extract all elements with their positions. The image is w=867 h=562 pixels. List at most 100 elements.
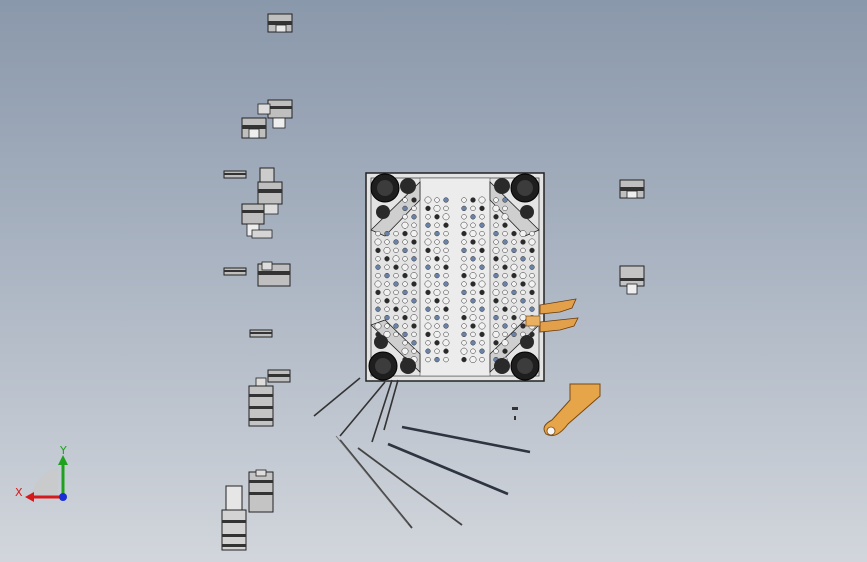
plate-hole: [411, 222, 417, 228]
component-block[interactable]: [619, 179, 645, 199]
plate-hole: [501, 213, 509, 221]
plate-hole: [470, 264, 476, 270]
component-block[interactable]: [241, 117, 267, 139]
component-block[interactable]: [257, 261, 291, 287]
corner-cylinder-top-right: [494, 173, 540, 219]
plate-hole: [502, 331, 508, 338]
plate-hole: [424, 238, 432, 246]
plate-hole: [411, 306, 417, 312]
plate-hole: [502, 289, 508, 296]
plate-hole: [402, 256, 408, 262]
small-parts-left[interactable]: [221, 13, 293, 551]
z-axis-dot: [59, 493, 67, 501]
plate-hole: [434, 314, 440, 321]
plate-hole: [375, 314, 381, 321]
plate-hole: [461, 323, 467, 329]
plate-hole: [479, 222, 485, 228]
plate-hole: [425, 331, 431, 338]
plate-hole: [529, 230, 535, 237]
plate-hole: [424, 196, 432, 204]
plate-hole: [470, 222, 476, 228]
plate-hole: [434, 323, 440, 329]
component-block[interactable]: [223, 170, 247, 179]
plate-hole: [520, 323, 526, 329]
component-block[interactable]: [257, 99, 293, 129]
ejector-hole-grid: [374, 196, 536, 364]
plate-hole: [425, 214, 431, 220]
plate-hole: [461, 340, 467, 346]
ejector-rods[interactable]: [313, 377, 531, 529]
plate-hole: [511, 314, 517, 321]
plate-hole: [479, 289, 485, 296]
plate-hole: [411, 256, 417, 262]
plate-hole: [492, 246, 500, 254]
plate-hole: [511, 256, 517, 262]
plate-hole: [401, 263, 409, 271]
plate-hole: [469, 356, 477, 364]
plate-hole: [425, 348, 431, 354]
component-stack[interactable]: [248, 469, 274, 513]
plate-hole: [443, 197, 449, 203]
plate-hole: [411, 239, 417, 245]
small-screw[interactable]: [512, 407, 518, 420]
plate-hole: [402, 323, 408, 329]
plate-hole: [493, 239, 499, 245]
plate-hole: [425, 264, 431, 270]
plate-hole: [425, 289, 431, 296]
component-block[interactable]: [223, 267, 247, 276]
plate-hole: [433, 204, 441, 212]
plate-hole: [461, 314, 467, 321]
orange-bracket-pair[interactable]: [525, 298, 579, 333]
plate-hole: [401, 305, 409, 313]
plate-hole: [434, 340, 440, 346]
plate-hole: [401, 221, 409, 229]
small-parts-right[interactable]: [619, 179, 645, 295]
component-stack[interactable]: [248, 377, 274, 427]
plate-hole: [520, 306, 526, 312]
plate-hole: [470, 214, 476, 220]
plate-hole: [443, 323, 449, 329]
plate-hole: [443, 222, 449, 228]
plate-hole: [384, 306, 390, 312]
plate-hole: [425, 247, 431, 254]
plate-hole: [411, 214, 417, 220]
plate-hole: [442, 297, 450, 305]
component-block[interactable]: [249, 329, 273, 338]
plate-hole: [410, 272, 418, 280]
component-stack[interactable]: [221, 485, 247, 551]
plate-hole: [470, 323, 476, 329]
y-axis-label: Y: [59, 444, 67, 457]
corner-cylinder-top-left: [370, 173, 416, 219]
plate-hole: [470, 247, 476, 254]
plate-hole: [479, 247, 485, 254]
component-block[interactable]: [267, 369, 291, 383]
plate-hole: [443, 356, 449, 363]
plate-hole: [443, 264, 449, 270]
plate-hole: [529, 264, 535, 270]
plate-hole: [492, 288, 500, 296]
plate-hole: [502, 323, 508, 329]
plate-hole: [443, 306, 449, 312]
orange-arm-part[interactable]: [543, 383, 601, 437]
plate-hole: [375, 230, 381, 237]
plate-hole: [470, 239, 476, 245]
plate-hole: [461, 331, 467, 338]
mold-base-plate[interactable]: [365, 172, 545, 382]
component-block[interactable]: [267, 13, 293, 33]
plate-hole: [411, 331, 417, 338]
plate-hole: [479, 331, 485, 338]
plate-hole: [425, 222, 431, 228]
plate-hole: [510, 305, 518, 313]
plate-hole: [502, 222, 508, 228]
plate-hole: [493, 222, 499, 228]
component-block[interactable]: [619, 265, 645, 295]
component-block[interactable]: [241, 203, 273, 239]
plate-hole: [479, 306, 485, 312]
plate-hole: [493, 197, 499, 203]
plate-hole: [493, 256, 499, 262]
plate-hole: [434, 230, 440, 237]
plate-hole: [519, 230, 527, 238]
component-block[interactable]: [257, 167, 283, 215]
